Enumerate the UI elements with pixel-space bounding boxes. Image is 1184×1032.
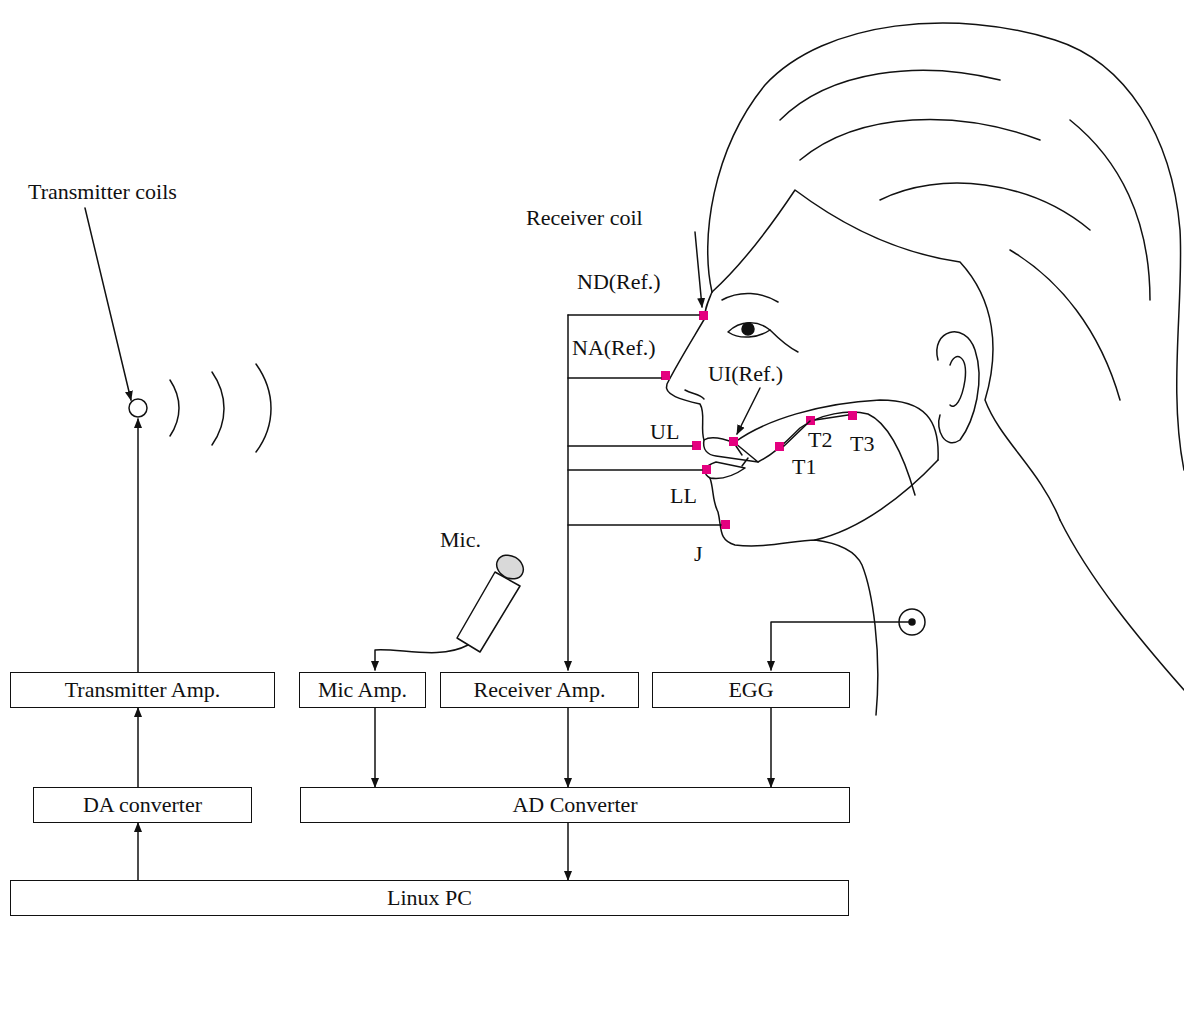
jaw [815,460,938,540]
egg-electrode-dot [909,619,915,625]
component-label: Receiver coil [526,206,643,230]
sensor-label: J [694,542,703,566]
eyebrow [722,293,778,302]
lower-lip [705,462,745,478]
ear-inner [950,357,965,407]
sensor-markers [661,311,857,529]
signal-arrow [567,823,569,880]
box-label: Receiver Amp. [468,677,612,703]
face-profile [666,292,712,440]
neck-back [1060,520,1184,690]
egg-wire [771,622,909,670]
sensor-label: ND(Ref.) [577,270,661,294]
leader-arrow [737,388,760,434]
hair-outline [708,23,1184,470]
eye-line [770,330,798,352]
sensor-label: UI(Ref.) [708,362,783,386]
amplifier-box: Mic Amp. [299,672,426,708]
hairline [712,190,1060,520]
amplifier-box: Receiver Amp. [440,672,639,708]
hair-strand [800,120,1040,160]
signal-arrow [137,708,139,787]
amplifier-box: Transmitter Amp. [10,672,275,708]
upper-lip [704,438,758,462]
component-label: Transmitter coils [28,180,177,204]
transmitter-wire [137,419,139,672]
box-label: AD Converter [506,792,643,818]
signal-arrow [137,823,139,880]
leader-arrow [85,208,131,400]
iris [742,323,754,335]
sensor-label: T2 [808,428,832,452]
nostril [685,390,704,399]
signal-arrow [567,708,569,787]
wave-arc [170,364,271,452]
receiver-wire [568,315,721,525]
transmitter-coil [129,399,147,417]
hair-strand [880,183,1090,230]
egg-box: EGG [652,672,850,708]
box-label: DA converter [77,792,208,818]
hair-strand [1010,250,1120,400]
tongue [758,412,915,495]
signal-arrow [374,708,376,787]
ear [937,332,979,443]
box-label: Linux PC [381,885,478,911]
sensor-label: LL [670,484,697,508]
signal-arrow [770,708,772,787]
teeth [736,446,748,466]
eye [728,323,770,337]
converter-box: DA converter [33,787,252,823]
palate [735,400,938,460]
box-label: Transmitter Amp. [59,677,227,703]
sensor-label: NA(Ref.) [572,336,656,360]
hair-strand [1070,120,1150,300]
receiver-wire [567,315,569,670]
component-label: Mic. [440,528,481,552]
mic-cable [375,645,468,670]
microphone [457,550,528,652]
leader-arrow [695,232,702,307]
box-label: EGG [722,677,779,703]
sensor-label: T3 [850,432,874,456]
converter-box: AD Converter [300,787,850,823]
box-label: Mic Amp. [312,677,413,703]
hair-strand [780,70,1000,120]
sensor-label: UL [650,420,679,444]
computer-box: Linux PC [10,880,849,916]
sensor-label: T1 [792,455,816,479]
